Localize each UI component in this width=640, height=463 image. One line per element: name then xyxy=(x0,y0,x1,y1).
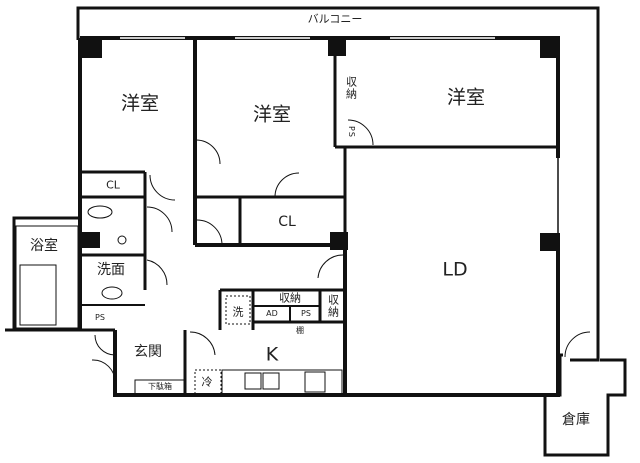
western-room-1-label: 洋室 xyxy=(120,92,160,115)
washroom-label: 洗面 xyxy=(97,262,125,278)
storehouse-label: 倉庫 xyxy=(562,412,590,428)
fridge-label: 冷 xyxy=(201,375,213,389)
entrance-label: 玄関 xyxy=(134,344,162,360)
ad-label: AD xyxy=(266,309,278,318)
ps-kitchen-label: PS xyxy=(301,309,311,318)
ps-top-label: PS xyxy=(347,126,356,138)
balcony-label: バルコニー xyxy=(307,12,363,26)
kitchen-label: K xyxy=(265,343,279,366)
washer-label: 洗 xyxy=(232,305,244,319)
storage-kitchen-label: 収納 xyxy=(279,291,301,305)
western-room-2-label: 洋室 xyxy=(252,103,292,126)
bathroom-label: 浴室 xyxy=(30,238,58,254)
shelf-label: 棚 xyxy=(296,326,304,335)
shoe-box-label: 下駄箱 xyxy=(148,382,172,391)
ld-label: LD xyxy=(442,258,468,281)
western-room-3-label: 洋室 xyxy=(446,86,486,109)
storage-ld-label: 収納 xyxy=(326,294,340,318)
ps-bath-label: PS xyxy=(95,313,105,322)
storage-top-label: 収納 xyxy=(344,76,358,100)
closet-1-label: CL xyxy=(106,178,120,192)
closet-2-label: CL xyxy=(278,214,296,230)
